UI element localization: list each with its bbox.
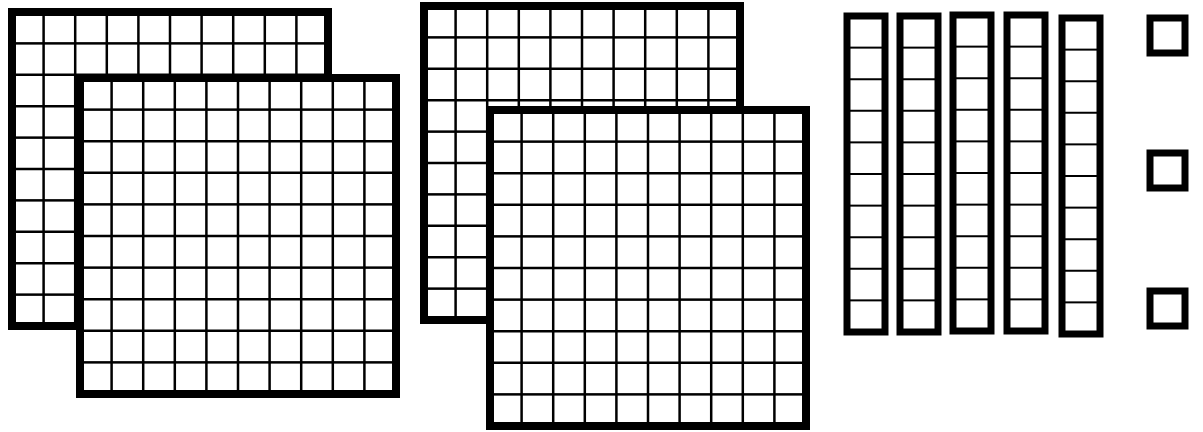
ten-rod-5 (1062, 18, 1100, 334)
ten-rod-1 (847, 16, 885, 332)
ten-rod-2 (900, 16, 938, 332)
one-unit-1 (1150, 18, 1185, 53)
one-unit-2 (1150, 153, 1185, 188)
hundred-flat-4 (490, 110, 806, 426)
ten-rod-4 (1007, 15, 1045, 331)
hundred-flat-2 (80, 78, 396, 394)
ten-rod-3 (953, 15, 991, 331)
one-unit-3 (1150, 291, 1185, 326)
